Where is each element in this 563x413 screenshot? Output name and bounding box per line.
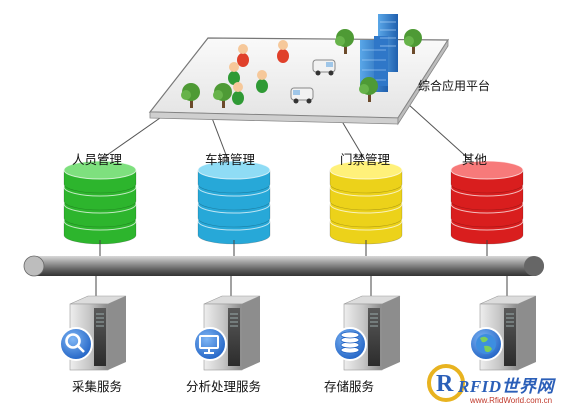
van-icon <box>312 59 336 76</box>
tree-icon <box>404 29 422 54</box>
tree-icon <box>181 83 200 108</box>
database-cylinder <box>197 160 271 245</box>
database-label: 车辆管理 <box>205 152 256 167</box>
database-cylinder <box>329 160 403 245</box>
person-icon <box>228 62 240 85</box>
globe-icon <box>476 334 496 354</box>
server-icon <box>59 295 127 371</box>
server-icon <box>333 295 401 371</box>
database-disk-top <box>329 160 403 180</box>
database-icon <box>340 331 360 354</box>
platform <box>148 14 450 126</box>
van-icon <box>290 87 314 104</box>
rfid-world-logo: R <box>427 364 465 402</box>
database-label: 人员管理 <box>72 152 123 167</box>
watermark-url: www.RfidWorld.com.cn <box>470 396 553 405</box>
person-icon <box>232 82 244 105</box>
platform-label: 综合应用平台 <box>418 79 491 93</box>
server-icon <box>193 295 261 371</box>
tree-icon <box>213 83 232 108</box>
service-label: 存储服务 <box>324 379 375 394</box>
tree-icon <box>335 29 354 54</box>
server-icon <box>469 295 537 371</box>
service-label: 采集服务 <box>72 379 123 394</box>
person-icon <box>256 70 268 93</box>
person-icon <box>237 44 249 67</box>
watermark-text: RFID世界网 <box>458 377 555 396</box>
database-cylinder <box>450 160 524 245</box>
database-disk-top <box>450 160 524 180</box>
bus-server-connectors <box>95 276 508 296</box>
bus-db-connectors <box>99 240 488 256</box>
database-group <box>63 160 524 245</box>
network-bus <box>23 255 544 277</box>
database-label: 其他 <box>462 152 488 167</box>
monitor-icon <box>199 335 219 354</box>
magnifier-icon <box>65 333 85 353</box>
tree-icon <box>359 77 378 102</box>
person-icon <box>277 40 289 63</box>
svg-text:R: R <box>436 371 454 397</box>
database-cylinder <box>63 160 137 245</box>
database-disk-top <box>63 160 137 180</box>
database-disk-top <box>197 160 271 180</box>
database-label: 门禁管理 <box>340 152 391 167</box>
service-label: 分析处理服务 <box>186 379 262 394</box>
